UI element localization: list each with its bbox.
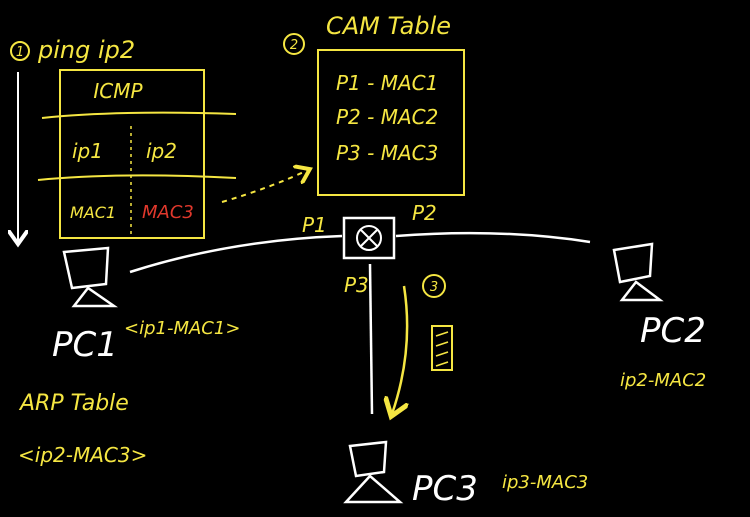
forward-arrow-icon — [392, 285, 407, 414]
pc1-label: PC1 — [52, 325, 118, 365]
cam-entry-3: P3 - MAC3 — [336, 141, 438, 165]
arp-table-title: ARP Table — [18, 391, 129, 416]
cam-table-box — [317, 49, 465, 196]
switch-icon — [342, 216, 396, 260]
step2-group: 2 CAM Table P1 - MAC1 P2 - MAC2 P3 - MAC… — [283, 12, 465, 196]
step3-group: 3 — [392, 274, 453, 414]
packet-dst-mac: MAC3 — [142, 202, 194, 223]
link-pc1-switch — [129, 234, 343, 274]
pc3-binding: ip3-MAC3 — [502, 472, 588, 493]
pc2-label: PC2 — [640, 311, 706, 351]
cam-entry-2: P2 - MAC2 — [336, 105, 438, 129]
port-p1: P1 — [302, 213, 327, 237]
link-switch-pc2 — [395, 231, 591, 244]
lookup-arrow-icon — [221, 170, 308, 203]
circled-number-icon — [422, 274, 446, 298]
switch-icon-cross-2 — [360, 229, 378, 247]
packet-src-mac: MAC1 — [70, 203, 116, 222]
pc2: PC2 ip2-MAC2 — [612, 242, 706, 391]
step2-number: 2 — [290, 38, 298, 53]
switch: P1 P2 P3 — [302, 201, 437, 297]
frame-border — [59, 69, 205, 239]
packet-dst-ip: ip2 — [146, 139, 177, 163]
cam-entry-1: P1 - MAC1 — [336, 71, 438, 95]
cam-table-title: CAM Table — [326, 12, 451, 40]
arp-table: ARP Table <ip2-MAC3> — [18, 391, 147, 467]
step1-group: 1 ping ip2 — [11, 36, 135, 242]
packet-frame: ICMP ip1 ip2 MAC1 MAC3 — [37, 69, 237, 239]
frame-divider-1 — [41, 111, 237, 119]
step3-number: 3 — [430, 280, 438, 295]
computer-icon — [343, 440, 404, 504]
pc3-label: PC3 — [412, 469, 478, 509]
circled-number-icon — [283, 33, 305, 55]
pc1: PC1 <ip1-MAC1> — [52, 246, 240, 365]
port-p2: P2 — [412, 201, 437, 225]
switch-icon-circle — [356, 225, 382, 251]
link-switch-pc3 — [368, 263, 374, 415]
pc3: PC3 ip3-MAC3 — [343, 440, 588, 509]
pc2-binding: ip2-MAC2 — [620, 370, 706, 391]
step1-label: ping ip2 — [37, 36, 135, 64]
computer-icon — [62, 246, 119, 308]
computer-icon — [612, 242, 664, 302]
frame-icon — [431, 325, 453, 371]
port-p3: P3 — [344, 273, 369, 297]
circled-number-icon — [10, 41, 30, 61]
packet-header: ICMP — [93, 79, 143, 103]
arp-table-entry: <ip2-MAC3> — [18, 443, 147, 467]
pc1-binding: <ip1-MAC1> — [124, 318, 240, 339]
step1-number: 1 — [16, 45, 24, 60]
packet-src-ip: ip1 — [72, 139, 103, 163]
frame-divider-2 — [37, 174, 237, 181]
